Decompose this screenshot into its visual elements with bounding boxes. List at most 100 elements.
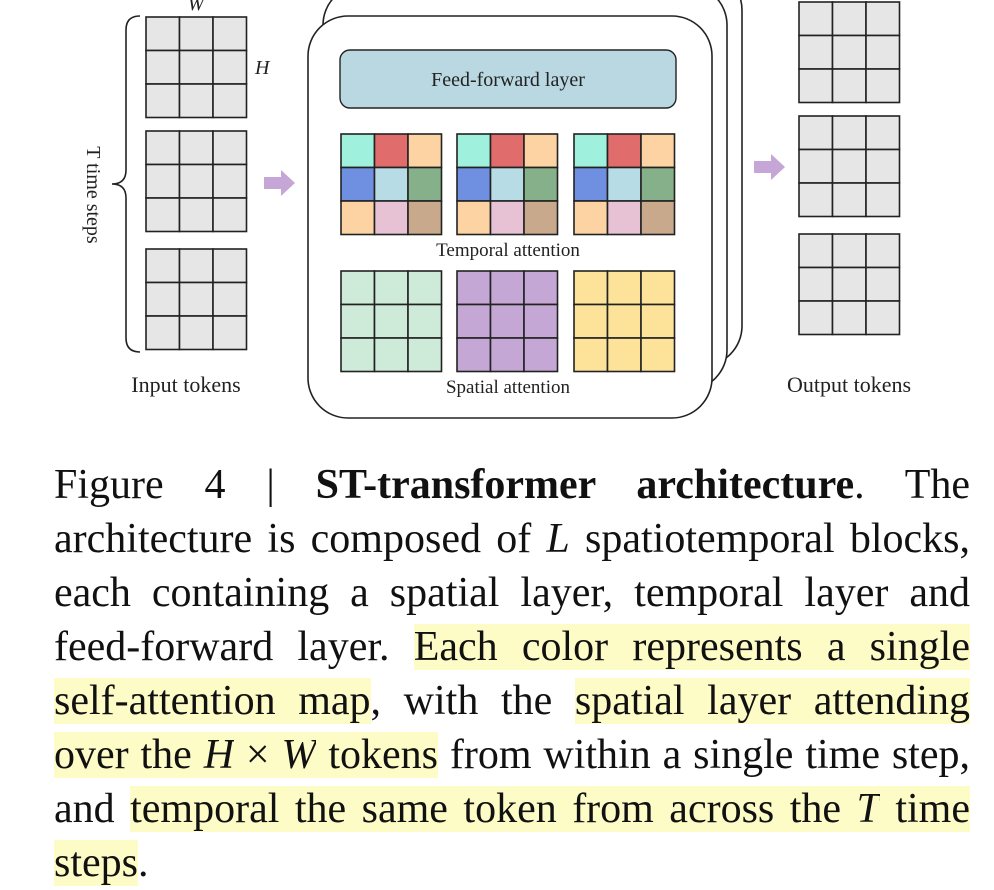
token-cell xyxy=(640,337,676,373)
token-cell xyxy=(489,200,525,236)
token-cell xyxy=(373,166,409,202)
token-cell xyxy=(145,197,181,233)
input-tokens-label: Input tokens xyxy=(131,372,240,397)
token-cell xyxy=(212,163,248,199)
token-cell xyxy=(340,303,376,339)
temporal-attention-grid-3 xyxy=(573,133,676,236)
token-cell xyxy=(456,303,492,339)
token-cell xyxy=(340,133,376,169)
token-cell xyxy=(489,303,525,339)
token-cell xyxy=(606,166,642,202)
caption-text-2: spatiotemporal blocks, each containing a… xyxy=(54,516,971,670)
token-cell xyxy=(212,130,248,166)
token-cell xyxy=(407,270,443,306)
token-cell xyxy=(606,303,642,339)
token-cell xyxy=(798,266,834,302)
caption-var-t: T xyxy=(856,786,880,832)
caption-text-3: , with the xyxy=(370,678,575,724)
token-cell xyxy=(178,281,214,317)
token-cell xyxy=(145,16,181,52)
token-cell xyxy=(606,270,642,306)
figure-caption: Figure 4 | ST-transformer architecture. … xyxy=(54,458,970,890)
token-cell xyxy=(178,197,214,233)
spatial-attention-grid-1 xyxy=(340,270,443,373)
token-cell xyxy=(865,115,901,151)
token-cell xyxy=(212,315,248,351)
token-cell xyxy=(373,303,409,339)
caption-var-l: L xyxy=(546,516,570,562)
token-cell xyxy=(212,49,248,85)
w-dimension-label: W xyxy=(188,0,207,15)
token-cell xyxy=(340,270,376,306)
token-cell xyxy=(456,337,492,373)
architecture-diagram: Feed-forward layer W H T time steps Inpu… xyxy=(82,0,911,419)
token-cell xyxy=(640,303,676,339)
token-cell xyxy=(523,166,559,202)
token-cell xyxy=(145,248,181,284)
token-cell xyxy=(865,182,901,218)
token-cell xyxy=(178,315,214,351)
token-cell xyxy=(407,303,443,339)
token-cell xyxy=(489,166,525,202)
token-cell xyxy=(212,83,248,119)
token-cell xyxy=(573,166,609,202)
output-token-grid-2 xyxy=(798,115,901,218)
token-cell xyxy=(798,148,834,184)
h-dimension-label: H xyxy=(254,57,271,79)
token-cell xyxy=(489,270,525,306)
token-cell xyxy=(523,337,559,373)
token-cell xyxy=(407,337,443,373)
token-cell xyxy=(178,16,214,52)
token-cell xyxy=(212,281,248,317)
caption-var-w: W xyxy=(281,732,317,778)
token-cell xyxy=(798,300,834,336)
token-cell xyxy=(606,337,642,373)
token-cell xyxy=(798,1,834,37)
token-cell xyxy=(407,200,443,236)
token-cell xyxy=(798,182,834,218)
output-token-grid-1 xyxy=(798,1,901,104)
token-cell xyxy=(456,133,492,169)
token-cell xyxy=(489,133,525,169)
token-cell xyxy=(831,115,867,151)
token-cell xyxy=(831,300,867,336)
output-token-grid-3 xyxy=(798,233,901,336)
caption-highlight-spatial-2: tokens xyxy=(316,732,438,778)
token-cell xyxy=(606,133,642,169)
token-cell xyxy=(865,300,901,336)
token-cell xyxy=(145,130,181,166)
token-cell xyxy=(145,315,181,351)
token-cell xyxy=(865,1,901,37)
token-cell xyxy=(640,270,676,306)
token-cell xyxy=(523,200,559,236)
token-cell xyxy=(831,1,867,37)
token-cell xyxy=(640,133,676,169)
feed-forward-layer-box xyxy=(339,49,677,109)
input-arrow xyxy=(264,170,295,196)
time-steps-brace xyxy=(111,15,141,353)
token-cell xyxy=(573,200,609,236)
token-cell xyxy=(573,270,609,306)
caption-title: ST-transformer architecture xyxy=(315,462,855,508)
token-cell xyxy=(178,163,214,199)
token-cell xyxy=(798,115,834,151)
output-arrow xyxy=(754,154,785,180)
token-cell xyxy=(373,337,409,373)
token-cell xyxy=(145,163,181,199)
token-grids xyxy=(145,1,901,373)
token-cell xyxy=(178,83,214,119)
token-cell xyxy=(865,68,901,104)
token-cell xyxy=(573,303,609,339)
temporal-attention-grid-2 xyxy=(456,133,559,236)
token-cell xyxy=(606,200,642,236)
input-token-grid-3 xyxy=(145,248,248,351)
token-cell xyxy=(340,337,376,373)
token-cell xyxy=(373,270,409,306)
token-cell xyxy=(340,166,376,202)
caption-highlight-temporal-1: temporal the same token from across the xyxy=(130,786,857,832)
token-cell xyxy=(573,133,609,169)
token-cell xyxy=(523,133,559,169)
token-cell xyxy=(456,270,492,306)
caption-var-h: H xyxy=(203,732,235,778)
token-cell xyxy=(145,49,181,85)
